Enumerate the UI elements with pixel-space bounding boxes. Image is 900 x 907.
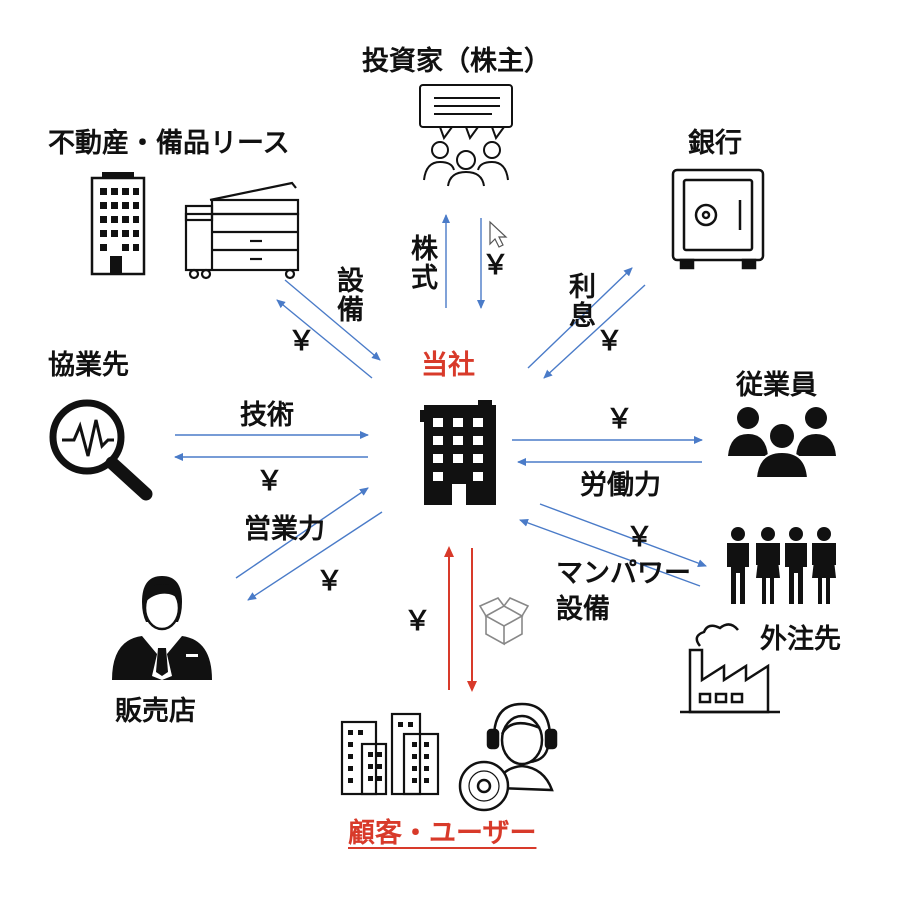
office-building-icon [420,400,496,505]
arrow-loan-yen [543,284,646,379]
cursor-icon [489,220,508,248]
yen-employee: ￥ [606,404,633,435]
businessman-icon [112,576,212,680]
arrow-lease-yen [276,299,373,379]
city-buildings-icon [340,712,440,796]
retailer-label: 販売店 [115,696,196,727]
flow-labor-label: 労働力 [580,470,661,501]
safe-icon [671,168,765,270]
flow-sales-power-label: 営業力 [244,514,325,545]
package-icon [478,597,530,646]
cd-icon [458,760,510,812]
copier-icon [184,181,300,280]
outsource-label: 外注先 [760,624,841,655]
realestate-label: 不動産・備品リース [48,128,290,159]
flow-manpower-label: マンパワー [556,558,691,589]
flow-manpower-equipment-label: 設備 [556,594,610,625]
flow-equipment-label: 設備 [332,266,363,324]
yen-bank: ￥ [596,326,623,357]
yen-outsource: ￥ [626,522,653,553]
yen-investor: ￥ [482,250,509,281]
arrow-retailer-yen [247,511,383,601]
magnifier-waveform-icon [49,399,153,501]
company-label: 当社 [421,350,475,381]
arrow-interest [527,267,633,369]
arrow-manpower [519,518,701,587]
people-group-icon [423,141,509,187]
arrow-equipment [284,279,381,361]
yen-partner: ￥ [256,466,283,497]
flow-interest-label: 利息 [564,272,595,330]
customer-label: 顧客・ユーザー [348,818,537,849]
arrow-sales-power [235,487,369,579]
yen-retailer: ￥ [316,566,343,597]
investor-label: 投資家（株主） [362,46,551,77]
office-building-icon [90,172,146,276]
yen-customer: ￥ [404,606,431,637]
employee-group-icon [728,407,836,479]
workers-icon [727,527,836,604]
flow-technology-label: 技術 [240,400,294,431]
bank-label: 銀行 [688,128,742,159]
flow-stock-label: 株式 [406,234,437,292]
arrow-outsource-yen [539,503,707,567]
support-agent-icon [486,702,558,792]
partner-label: 協業先 [48,350,129,381]
employee-label: 従業員 [736,370,817,401]
presentation-icon [419,84,513,141]
yen-realestate: ￥ [288,326,315,357]
factory-icon [680,623,780,714]
